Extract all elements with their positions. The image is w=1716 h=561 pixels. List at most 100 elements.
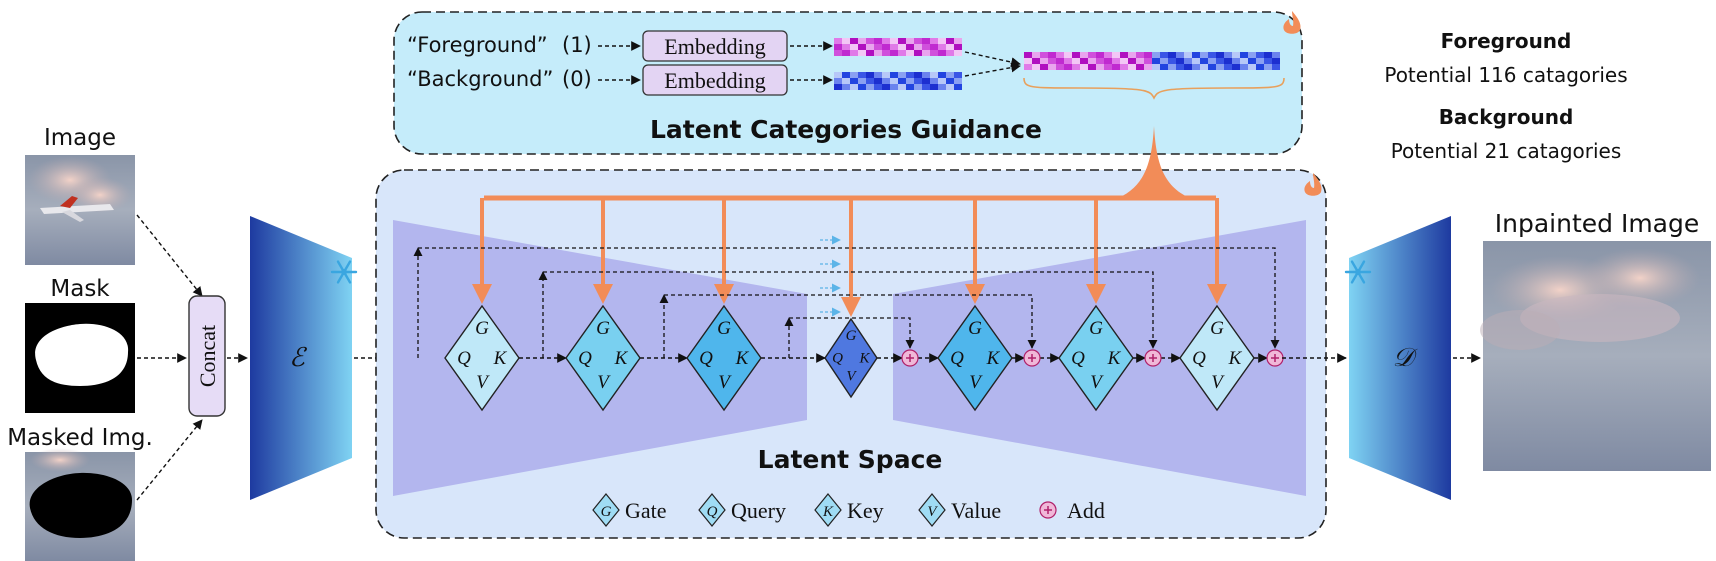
gate-letter: G (846, 328, 857, 344)
query-letter: Q (832, 351, 843, 367)
embedding-cell (938, 72, 946, 78)
embedding-cell (1264, 52, 1272, 58)
embedding-cell (1024, 58, 1032, 64)
embedding-cell (866, 44, 874, 50)
embedding-cell (1264, 64, 1272, 70)
embedding-cell (1144, 58, 1152, 64)
embedding-cell (834, 72, 842, 78)
embedding-cell (858, 72, 866, 78)
embedding-cell (914, 72, 922, 78)
input-image-label: Image (44, 125, 116, 151)
embedding-cell (898, 72, 906, 78)
embedding-cell (1152, 58, 1160, 64)
legend-diamond-icon (814, 493, 842, 527)
gate-letter: G (475, 318, 489, 339)
embedding-cell (850, 78, 858, 84)
embedding-cell (1104, 52, 1112, 58)
query-letter: Q (578, 348, 592, 369)
embedding-cell (882, 78, 890, 84)
guidance-row2-value: (0) (562, 67, 592, 91)
embedding-cell (906, 72, 914, 78)
embedding-cell (938, 78, 946, 84)
embedding-cell (890, 72, 898, 78)
embedding-cell (1200, 64, 1208, 70)
value-letter: V (597, 372, 611, 393)
embedding-cell (890, 38, 898, 44)
embedding-cell (1048, 58, 1056, 64)
embedding-cell (866, 84, 874, 90)
embedding-cell (1144, 52, 1152, 58)
embedding-cell (1040, 58, 1048, 64)
embedding-cell (938, 38, 946, 44)
embedding-cell (914, 44, 922, 50)
embedding-cell (1160, 52, 1168, 58)
embedding-cell (1224, 64, 1232, 70)
embedding-cell (1064, 52, 1072, 58)
embedding-cell (922, 78, 930, 84)
embedding-cell (946, 50, 954, 56)
embedding-cell (1232, 58, 1240, 64)
input-mask (25, 303, 135, 413)
skip-connections (413, 235, 1280, 358)
embedding-cell (922, 44, 930, 50)
embedding-cell (1216, 64, 1224, 70)
query-letter: Q (1192, 348, 1206, 369)
snowflake-icon (330, 260, 358, 284)
embedding-cell (1120, 64, 1128, 70)
embedding-cell (1080, 52, 1088, 58)
guidance-row2-text: “Background” (407, 67, 553, 91)
embedding-cell (874, 44, 882, 50)
embedding-cell (850, 72, 858, 78)
embedding-cell (1024, 52, 1032, 58)
embedding-cell (954, 72, 962, 78)
key-letter: K (1107, 348, 1122, 369)
embedding-label-background: Embedding (664, 68, 765, 93)
key-letter: K (614, 348, 629, 369)
key-letter: K (493, 348, 508, 369)
background-embedding-vector (834, 72, 962, 90)
embedding-cell (1240, 58, 1248, 64)
embedding-cell (890, 84, 898, 90)
legend-item-add: Add (1039, 498, 1105, 523)
embedding-cell (866, 50, 874, 56)
embedding-cell (842, 84, 850, 90)
embedding-cell (834, 50, 842, 56)
flame-icon (1283, 11, 1301, 34)
embedding-cell (1128, 52, 1136, 58)
embedding-cell (1208, 52, 1216, 58)
embedding-cell (858, 38, 866, 44)
embedding-cell (938, 50, 946, 56)
embedding-cell (938, 84, 946, 90)
embedding-cell (850, 50, 858, 56)
embedding-cell (922, 50, 930, 56)
embedding-cell (930, 38, 938, 44)
embedding-cell (898, 38, 906, 44)
embedding-cell (882, 38, 890, 44)
legend-symbol: K (822, 504, 834, 520)
legend-label: Key (847, 498, 884, 523)
embedding-cell (914, 84, 922, 90)
embedding-cell (1208, 64, 1216, 70)
embedding-cell (874, 84, 882, 90)
value-letter: V (1090, 372, 1104, 393)
embedding-cell (914, 78, 922, 84)
embedding-cell (954, 78, 962, 84)
key-letter: K (735, 348, 750, 369)
embedding-cell (914, 50, 922, 56)
snowflake-icon (1344, 260, 1372, 284)
embedding-cell (850, 84, 858, 90)
embedding-cell (1032, 64, 1040, 70)
embedding-cell (1096, 58, 1104, 64)
embedding-cell (898, 50, 906, 56)
legend-diamond-icon (698, 493, 726, 527)
embedding-cell (1056, 52, 1064, 58)
embedding-cell (1184, 58, 1192, 64)
foreground-desc: Potential 116 catagories (1384, 63, 1627, 87)
encoder-block: ℰ (250, 216, 352, 500)
value-letter: V (846, 369, 857, 385)
embedding-cell (1072, 52, 1080, 58)
fused-embedding-vector (1024, 52, 1280, 70)
embedding-cell (1112, 64, 1120, 70)
